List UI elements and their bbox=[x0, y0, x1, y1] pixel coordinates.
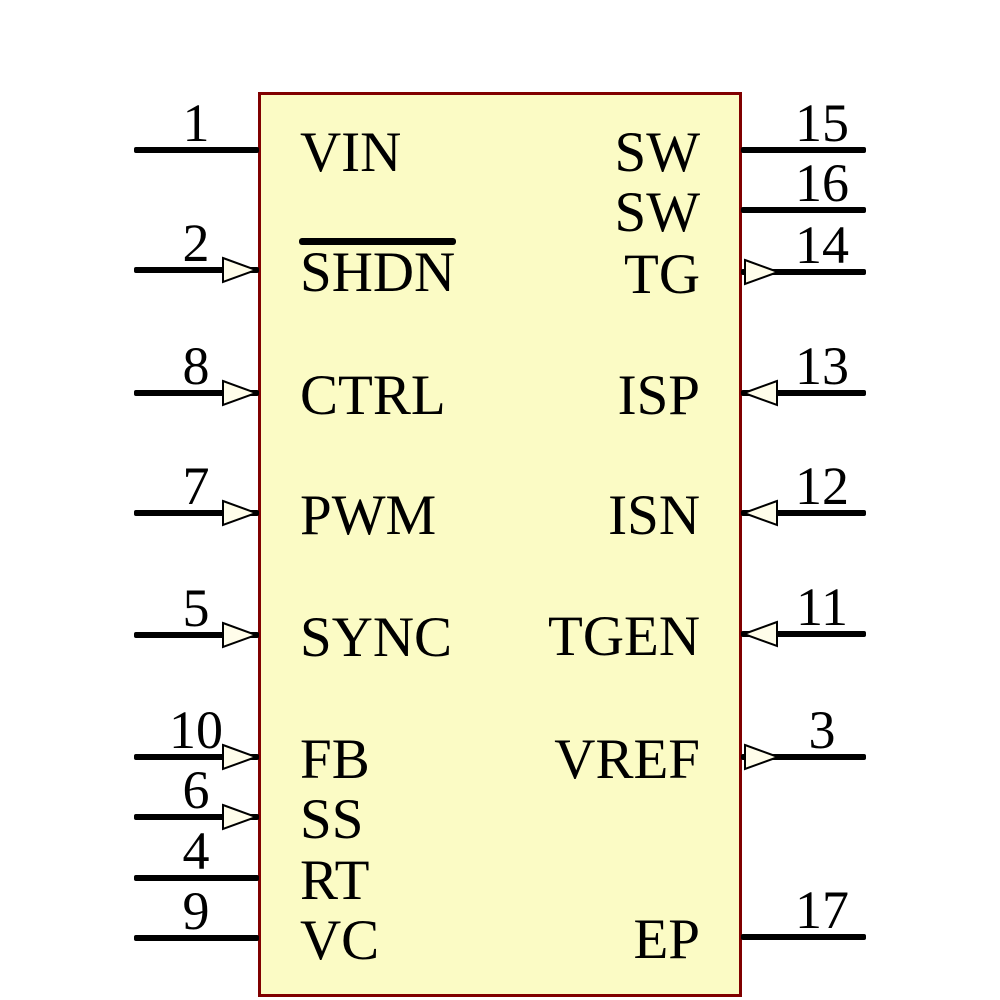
pin-wire-8 bbox=[134, 390, 259, 396]
pin-number-4: 4 bbox=[182, 821, 210, 881]
pin-label-vref: VREF bbox=[554, 728, 700, 791]
pin-wire-10 bbox=[134, 754, 259, 760]
pin-direction-arrow-icon bbox=[742, 379, 778, 407]
pin-number-17: 17 bbox=[795, 880, 849, 940]
pin-number-2: 2 bbox=[182, 213, 210, 273]
pin-wire-11 bbox=[741, 631, 866, 637]
pin-label-sw: SW bbox=[614, 121, 701, 184]
pin-wire-16 bbox=[741, 207, 866, 213]
pin-wire-7 bbox=[134, 510, 259, 516]
pin-label-sw: SW bbox=[614, 181, 701, 244]
pin-label-shdn: SHDN bbox=[300, 241, 456, 304]
pin-number-14: 14 bbox=[795, 215, 849, 275]
pin-number-3: 3 bbox=[808, 700, 836, 760]
pin-label-isp: ISP bbox=[617, 364, 700, 427]
pin-wire-15 bbox=[741, 147, 866, 153]
pin-direction-arrow-icon bbox=[222, 499, 258, 527]
pin-label-rt: RT bbox=[300, 849, 370, 912]
pin-label-tgen: TGEN bbox=[548, 605, 700, 668]
pin-wire-12 bbox=[741, 510, 866, 516]
pin-label-vc: VC bbox=[300, 909, 380, 972]
pin-wire-14 bbox=[741, 269, 866, 275]
pin-label-ctrl: CTRL bbox=[300, 364, 446, 427]
pin-label-ep: EP bbox=[633, 908, 700, 971]
pin-wire-1 bbox=[134, 147, 259, 153]
pin-wire-4 bbox=[134, 875, 259, 881]
pin-label-vin: VIN bbox=[300, 121, 402, 184]
pin-wire-5 bbox=[134, 632, 259, 638]
pin-number-7: 7 bbox=[182, 456, 210, 516]
pin-direction-arrow-icon bbox=[744, 743, 780, 771]
pin-wire-9 bbox=[134, 935, 259, 941]
pin-number-15: 15 bbox=[795, 93, 849, 153]
pin-number-8: 8 bbox=[182, 336, 210, 396]
pin-direction-arrow-icon bbox=[222, 803, 258, 831]
pin-direction-arrow-icon bbox=[742, 499, 778, 527]
pin-label-isn: ISN bbox=[608, 484, 700, 547]
pin-label-fb: FB bbox=[300, 728, 370, 791]
pin-direction-arrow-icon bbox=[222, 256, 258, 284]
pin-direction-arrow-icon bbox=[742, 620, 778, 648]
pin-number-1: 1 bbox=[182, 93, 210, 153]
pin-wire-2 bbox=[134, 267, 259, 273]
pin-label-ss: SS bbox=[300, 788, 364, 851]
pin-number-13: 13 bbox=[795, 336, 849, 396]
pin-direction-arrow-icon bbox=[222, 743, 258, 771]
pin-wire-17 bbox=[741, 934, 866, 940]
pin-label-pwm: PWM bbox=[300, 484, 437, 547]
pin-number-10: 10 bbox=[169, 700, 223, 760]
pin-direction-arrow-icon bbox=[222, 379, 258, 407]
pin-number-6: 6 bbox=[182, 760, 210, 820]
pin-number-5: 5 bbox=[182, 578, 210, 638]
pin-number-11: 11 bbox=[796, 577, 848, 637]
pin-number-12: 12 bbox=[795, 456, 849, 516]
pin-wire-13 bbox=[741, 390, 866, 396]
pin-label-sync: SYNC bbox=[300, 606, 453, 669]
active-low-overline bbox=[299, 238, 456, 245]
pin-wire-6 bbox=[134, 814, 259, 820]
pin-number-9: 9 bbox=[182, 881, 210, 941]
pin-direction-arrow-icon bbox=[744, 258, 780, 286]
pin-label-tg: TG bbox=[624, 243, 700, 306]
pin-direction-arrow-icon bbox=[222, 621, 258, 649]
pin-number-16: 16 bbox=[795, 153, 849, 213]
pin-wire-3 bbox=[741, 754, 866, 760]
